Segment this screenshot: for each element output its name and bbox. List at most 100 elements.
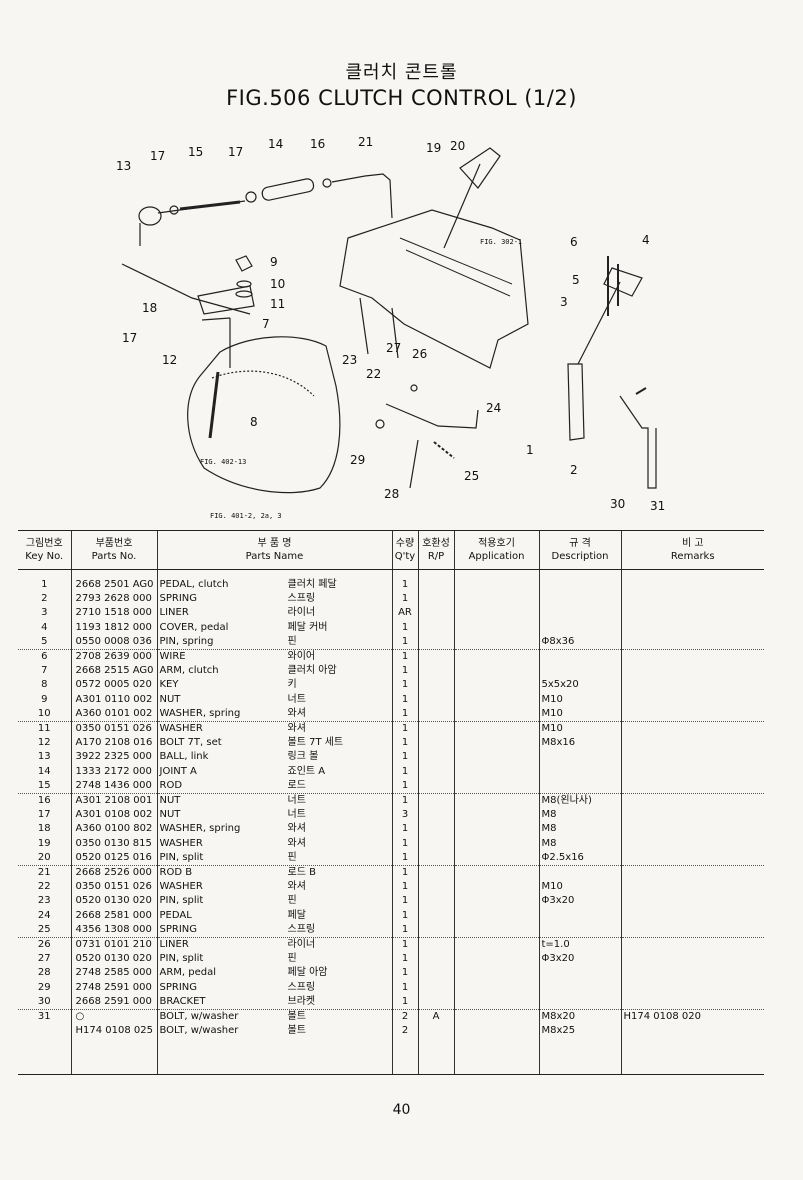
cell-parts-no: 1333 2172 000 bbox=[70, 764, 157, 779]
cell-key: 9 bbox=[41, 693, 48, 705]
parts-name-english: NUT bbox=[159, 693, 181, 705]
cell-parts-no: A301 0108 002 bbox=[70, 808, 157, 823]
parts-name-english: NUT bbox=[159, 795, 181, 807]
fig-ref-302-1: FIG. 302-1 bbox=[480, 238, 522, 246]
cell-qty: 1 bbox=[391, 678, 418, 693]
cell-remarks bbox=[620, 865, 764, 881]
cell-rp bbox=[417, 994, 454, 1011]
cell-remarks bbox=[620, 922, 764, 939]
cell-rp bbox=[417, 952, 454, 967]
parts-name-korean: 페달 bbox=[287, 909, 306, 921]
joint-a-14 bbox=[261, 178, 315, 201]
parts-name-korean: 와셔 bbox=[287, 707, 306, 719]
cell-parts-no: 2668 2591 000 bbox=[70, 994, 157, 1011]
cell-key: 20 bbox=[18, 850, 71, 867]
cell-description bbox=[538, 569, 621, 593]
cell-remarks: H174 0108 020 bbox=[620, 1009, 764, 1025]
cell-key: 8 bbox=[41, 679, 48, 691]
cell-application bbox=[453, 664, 539, 679]
cell-parts-no: 0572 0005 020 bbox=[70, 678, 157, 693]
cell-description: M8 bbox=[538, 822, 621, 837]
cell-application bbox=[453, 569, 539, 593]
pedal-bracket-frame bbox=[339, 209, 529, 369]
cell-remarks bbox=[620, 664, 764, 679]
parts-name-korean: 와셔 bbox=[287, 881, 306, 893]
bracket-30 bbox=[619, 395, 657, 489]
cell-parts-no: ○ bbox=[70, 1009, 157, 1025]
cell-key: 4 bbox=[41, 621, 48, 633]
cell-remarks bbox=[620, 822, 764, 837]
cell-key: 17 bbox=[37, 809, 51, 821]
parts-name-korean: 로드 bbox=[287, 779, 306, 791]
cell-application bbox=[453, 966, 539, 981]
cell-rp bbox=[417, 836, 454, 851]
parts-name-korean: 와셔 bbox=[287, 837, 306, 849]
cell-parts-no: 0520 0125 016 bbox=[70, 850, 157, 867]
cell-qty: 1 bbox=[391, 664, 418, 679]
cell-description bbox=[538, 865, 621, 881]
cell-description bbox=[538, 606, 621, 621]
cell-remarks bbox=[620, 620, 764, 635]
parts-name-korean: 페달 아암 bbox=[287, 967, 328, 979]
cell-description: M8(왼나사) bbox=[538, 793, 621, 809]
cell-application bbox=[453, 649, 539, 665]
cell-key: 14 bbox=[37, 765, 51, 777]
cell-rp bbox=[417, 620, 454, 635]
cell-rp bbox=[417, 664, 454, 679]
cell-qty: 1 bbox=[391, 850, 418, 867]
parts-name-korean: 볼트 7T 세트 bbox=[287, 737, 344, 749]
cell-rp bbox=[417, 606, 454, 621]
callout-2: 2 bbox=[570, 463, 578, 477]
cell-key: 22 bbox=[37, 881, 51, 893]
callout-12: 12 bbox=[162, 353, 177, 367]
parts-name-english: ARM, clutch bbox=[159, 665, 219, 677]
cell-application bbox=[453, 1009, 539, 1025]
cell-key: 16 bbox=[37, 795, 51, 807]
cell-description: M8x20 bbox=[538, 1009, 621, 1025]
cell-key: 13 bbox=[37, 751, 51, 763]
cell-key bbox=[18, 1024, 71, 1076]
cell-key: 5 bbox=[18, 634, 71, 651]
callout-17c: 17 bbox=[122, 331, 137, 345]
parts-name-korean: 라이너 bbox=[287, 939, 316, 951]
cell-application bbox=[453, 836, 539, 851]
cell-qty: 1 bbox=[391, 937, 418, 953]
callout-8: 8 bbox=[250, 415, 258, 429]
cell-remarks bbox=[620, 569, 764, 593]
cell-rp bbox=[417, 750, 454, 765]
cell-rp bbox=[417, 980, 454, 995]
cell-rp bbox=[417, 922, 454, 939]
parts-name-english: SPRING bbox=[159, 981, 198, 993]
parts-name-korean: 스프링 bbox=[287, 923, 316, 935]
cell-qty: 3 bbox=[391, 808, 418, 823]
cell-description: M8 bbox=[538, 808, 621, 823]
cell-key: 31 bbox=[37, 1011, 51, 1023]
parts-name-korean: 스프링 bbox=[287, 981, 316, 993]
parts-name-korean: 라이너 bbox=[287, 607, 316, 619]
cell-key: 10 bbox=[18, 706, 71, 723]
cell-remarks bbox=[620, 908, 764, 923]
callout-30: 30 bbox=[610, 497, 625, 511]
cell-parts-no: 0350 0151 026 bbox=[70, 880, 157, 895]
cell-remarks bbox=[620, 736, 764, 751]
cell-application bbox=[453, 952, 539, 967]
cell-rp bbox=[417, 822, 454, 837]
cell-application bbox=[453, 937, 539, 953]
cell-key: 7 bbox=[41, 665, 48, 677]
cell-description: t=1.0 bbox=[538, 937, 621, 953]
cell-rp bbox=[417, 706, 454, 723]
callout-1: 1 bbox=[526, 443, 534, 457]
parts-name-korean: 너트 bbox=[287, 809, 306, 821]
cell-parts-no: 0731 0101 210 bbox=[70, 937, 157, 953]
cell-application bbox=[453, 793, 539, 809]
parts-name-korean: 링크 볼 bbox=[287, 751, 319, 763]
